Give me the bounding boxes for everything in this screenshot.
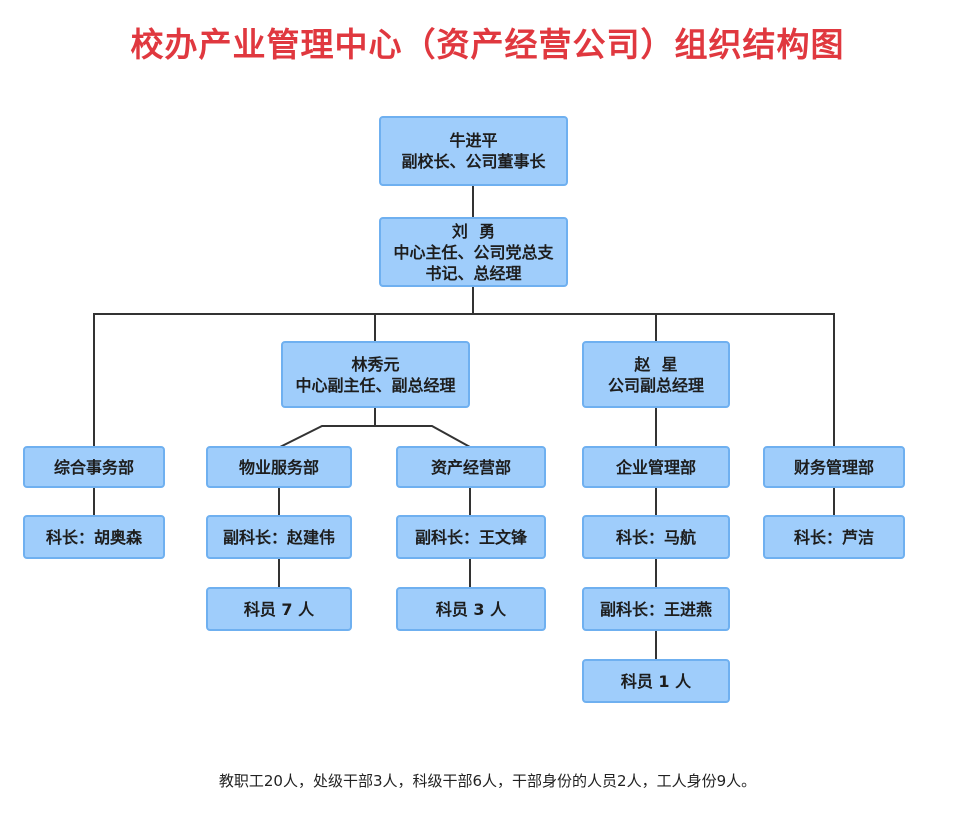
node-text-line: 公司副总经理 bbox=[607, 375, 704, 395]
node-text-line: 科长：胡奥森 bbox=[45, 527, 142, 547]
staff-summary: 教职工20人，处级干部3人，科级干部6人，干部身份的人员2人，工人身份9人。 bbox=[218, 772, 757, 790]
node-zhao-xing: 赵 星公司副总经理 bbox=[582, 341, 730, 408]
dept-enterprise-management: 企业管理部 bbox=[582, 446, 730, 488]
node-text-line: 副科长：王进燕 bbox=[599, 599, 712, 619]
node-text-line: 赵 星 bbox=[634, 354, 678, 374]
node-text-line: 科员 7 人 bbox=[243, 599, 315, 619]
node-text-line: 中心副主任、副总经理 bbox=[295, 375, 456, 395]
node-text-line: 林秀元 bbox=[351, 354, 400, 374]
node-text-line: 物业服务部 bbox=[238, 457, 319, 477]
node-text-line: 牛进平 bbox=[449, 131, 498, 150]
node-text-line: 科长：马航 bbox=[615, 527, 696, 547]
staff-d2-deputy: 副科长：赵建伟 bbox=[206, 515, 352, 559]
node-text-line: 综合事务部 bbox=[53, 457, 134, 477]
staff-d4-chief: 科长：马航 bbox=[582, 515, 730, 559]
dept-finance-management: 财务管理部 bbox=[763, 446, 905, 488]
node-text-line: 科员 1 人 bbox=[620, 671, 692, 691]
node-niu-jinping: 牛进平副校长、公司董事长 bbox=[379, 116, 568, 186]
node-text-line: 科长：芦洁 bbox=[793, 527, 874, 547]
node-text-line: 中心主任、公司党总支 bbox=[393, 242, 554, 262]
dept-general-affairs: 综合事务部 bbox=[23, 446, 165, 488]
node-text-line: 刘 勇 bbox=[451, 221, 496, 241]
node-lin-xiuyuan: 林秀元中心副主任、副总经理 bbox=[281, 341, 470, 408]
node-liu-yong: 刘 勇中心主任、公司党总支书记、总经理 bbox=[379, 217, 568, 287]
node-text-line: 财务管理部 bbox=[793, 457, 874, 477]
dept-property-services: 物业服务部 bbox=[206, 446, 352, 488]
node-text-line: 副科长：王文锋 bbox=[414, 527, 527, 547]
staff-d1-chief: 科长：胡奥森 bbox=[23, 515, 165, 559]
node-text-line: 科员 3 人 bbox=[435, 599, 507, 619]
connector-bus bbox=[93, 313, 835, 447]
staff-d2-members: 科员 7 人 bbox=[206, 587, 352, 631]
staff-d3-members: 科员 3 人 bbox=[396, 587, 546, 631]
staff-d5-chief: 科长：芦洁 bbox=[763, 515, 905, 559]
node-text-line: 副科长：赵建伟 bbox=[222, 527, 335, 547]
staff-d4-deputy: 副科长：王进燕 bbox=[582, 587, 730, 631]
node-text-line: 企业管理部 bbox=[615, 457, 696, 477]
diagram-title: 校办产业管理中心（资产经营公司）组织结构图 bbox=[130, 25, 845, 64]
node-text-line: 资产经营部 bbox=[430, 457, 511, 477]
dept-asset-operations: 资产经营部 bbox=[396, 446, 546, 488]
staff-d3-deputy: 副科长：王文锋 bbox=[396, 515, 546, 559]
connector-n3-branch bbox=[279, 425, 471, 448]
node-text-line: 副校长、公司董事长 bbox=[401, 152, 546, 171]
node-text-line: 书记、总经理 bbox=[425, 263, 522, 283]
staff-d4-members: 科员 1 人 bbox=[582, 659, 730, 703]
